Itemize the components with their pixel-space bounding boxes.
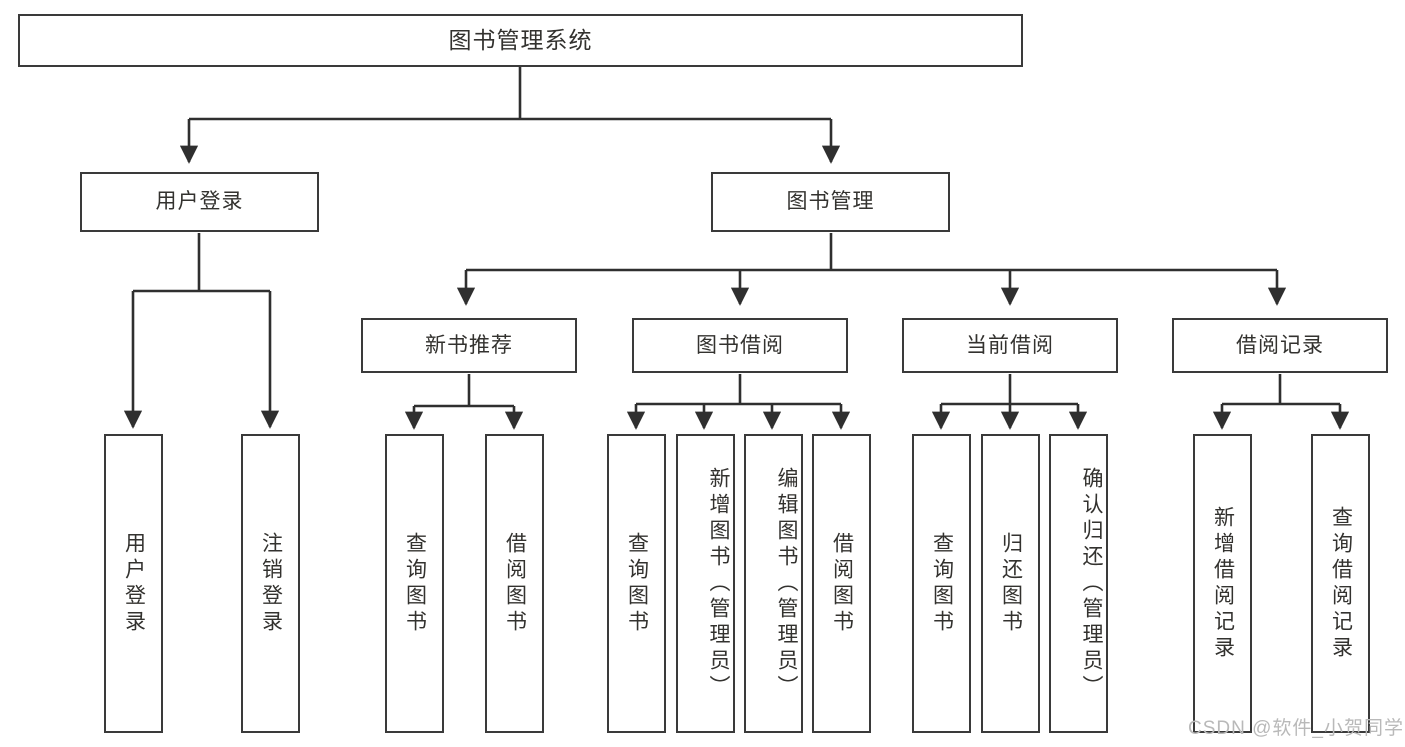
node-label: 查询图书 — [625, 531, 649, 636]
node-book-borrow[interactable]: 图书借阅 — [632, 318, 848, 373]
node-label: 用户登录 — [122, 531, 146, 636]
node-label: 借阅图书 — [503, 531, 527, 636]
node-book-management[interactable]: 图书管理 — [711, 172, 950, 232]
leaf-user-login-signout[interactable]: 注销登录 — [241, 434, 300, 733]
leaf-recommend-borrow-book[interactable]: 借阅图书 — [485, 434, 544, 733]
leaf-borrow-borrow-book[interactable]: 借阅图书 — [812, 434, 871, 733]
node-root-system[interactable]: 图书管理系统 — [18, 14, 1023, 67]
leaf-current-query-book[interactable]: 查询图书 — [912, 434, 971, 733]
leaf-current-return-book[interactable]: 归还图书 — [981, 434, 1040, 733]
node-label: 注销登录 — [259, 531, 283, 636]
node-borrow-record[interactable]: 借阅记录 — [1172, 318, 1388, 373]
leaf-user-login-signin[interactable]: 用户登录 — [104, 434, 163, 733]
leaf-borrow-edit-book-admin[interactable]: 编辑图书（管理员） — [744, 434, 803, 733]
node-label: 查询图书 — [930, 531, 954, 636]
node-label: 新增图书（管理员） — [707, 466, 730, 701]
leaf-record-query-borrow-record[interactable]: 查询借阅记录 — [1311, 434, 1370, 733]
leaf-borrow-query-book[interactable]: 查询图书 — [607, 434, 666, 733]
leaf-current-confirm-return-admin[interactable]: 确认归还（管理员） — [1049, 434, 1108, 733]
node-current-borrow[interactable]: 当前借阅 — [902, 318, 1118, 373]
node-label: 用户登录 — [155, 190, 244, 214]
node-label: 借阅记录 — [1236, 333, 1324, 357]
node-label: 确认归还（管理员） — [1080, 466, 1103, 701]
node-label: 新书推荐 — [425, 333, 513, 357]
node-label: 借阅图书 — [830, 531, 854, 636]
csdn-watermark: CSDN @软件_小贺同学 — [1188, 718, 1404, 739]
node-label: 当前借阅 — [966, 333, 1054, 357]
leaf-record-add-borrow-record[interactable]: 新增借阅记录 — [1193, 434, 1252, 733]
node-label: 归还图书 — [999, 531, 1023, 636]
node-label: 查询图书 — [403, 531, 427, 636]
node-label: 新增借阅记录 — [1211, 505, 1235, 662]
node-user-login[interactable]: 用户登录 — [80, 172, 319, 232]
node-new-book-recommend[interactable]: 新书推荐 — [361, 318, 577, 373]
leaf-borrow-add-book-admin[interactable]: 新增图书（管理员） — [676, 434, 735, 733]
node-label: 图书管理系统 — [448, 26, 593, 53]
node-label: 图书借阅 — [696, 333, 784, 357]
node-label: 编辑图书（管理员） — [775, 466, 798, 701]
node-label: 图书管理 — [786, 190, 875, 214]
node-label: 查询借阅记录 — [1329, 505, 1353, 662]
leaf-recommend-query-book[interactable]: 查询图书 — [385, 434, 444, 733]
